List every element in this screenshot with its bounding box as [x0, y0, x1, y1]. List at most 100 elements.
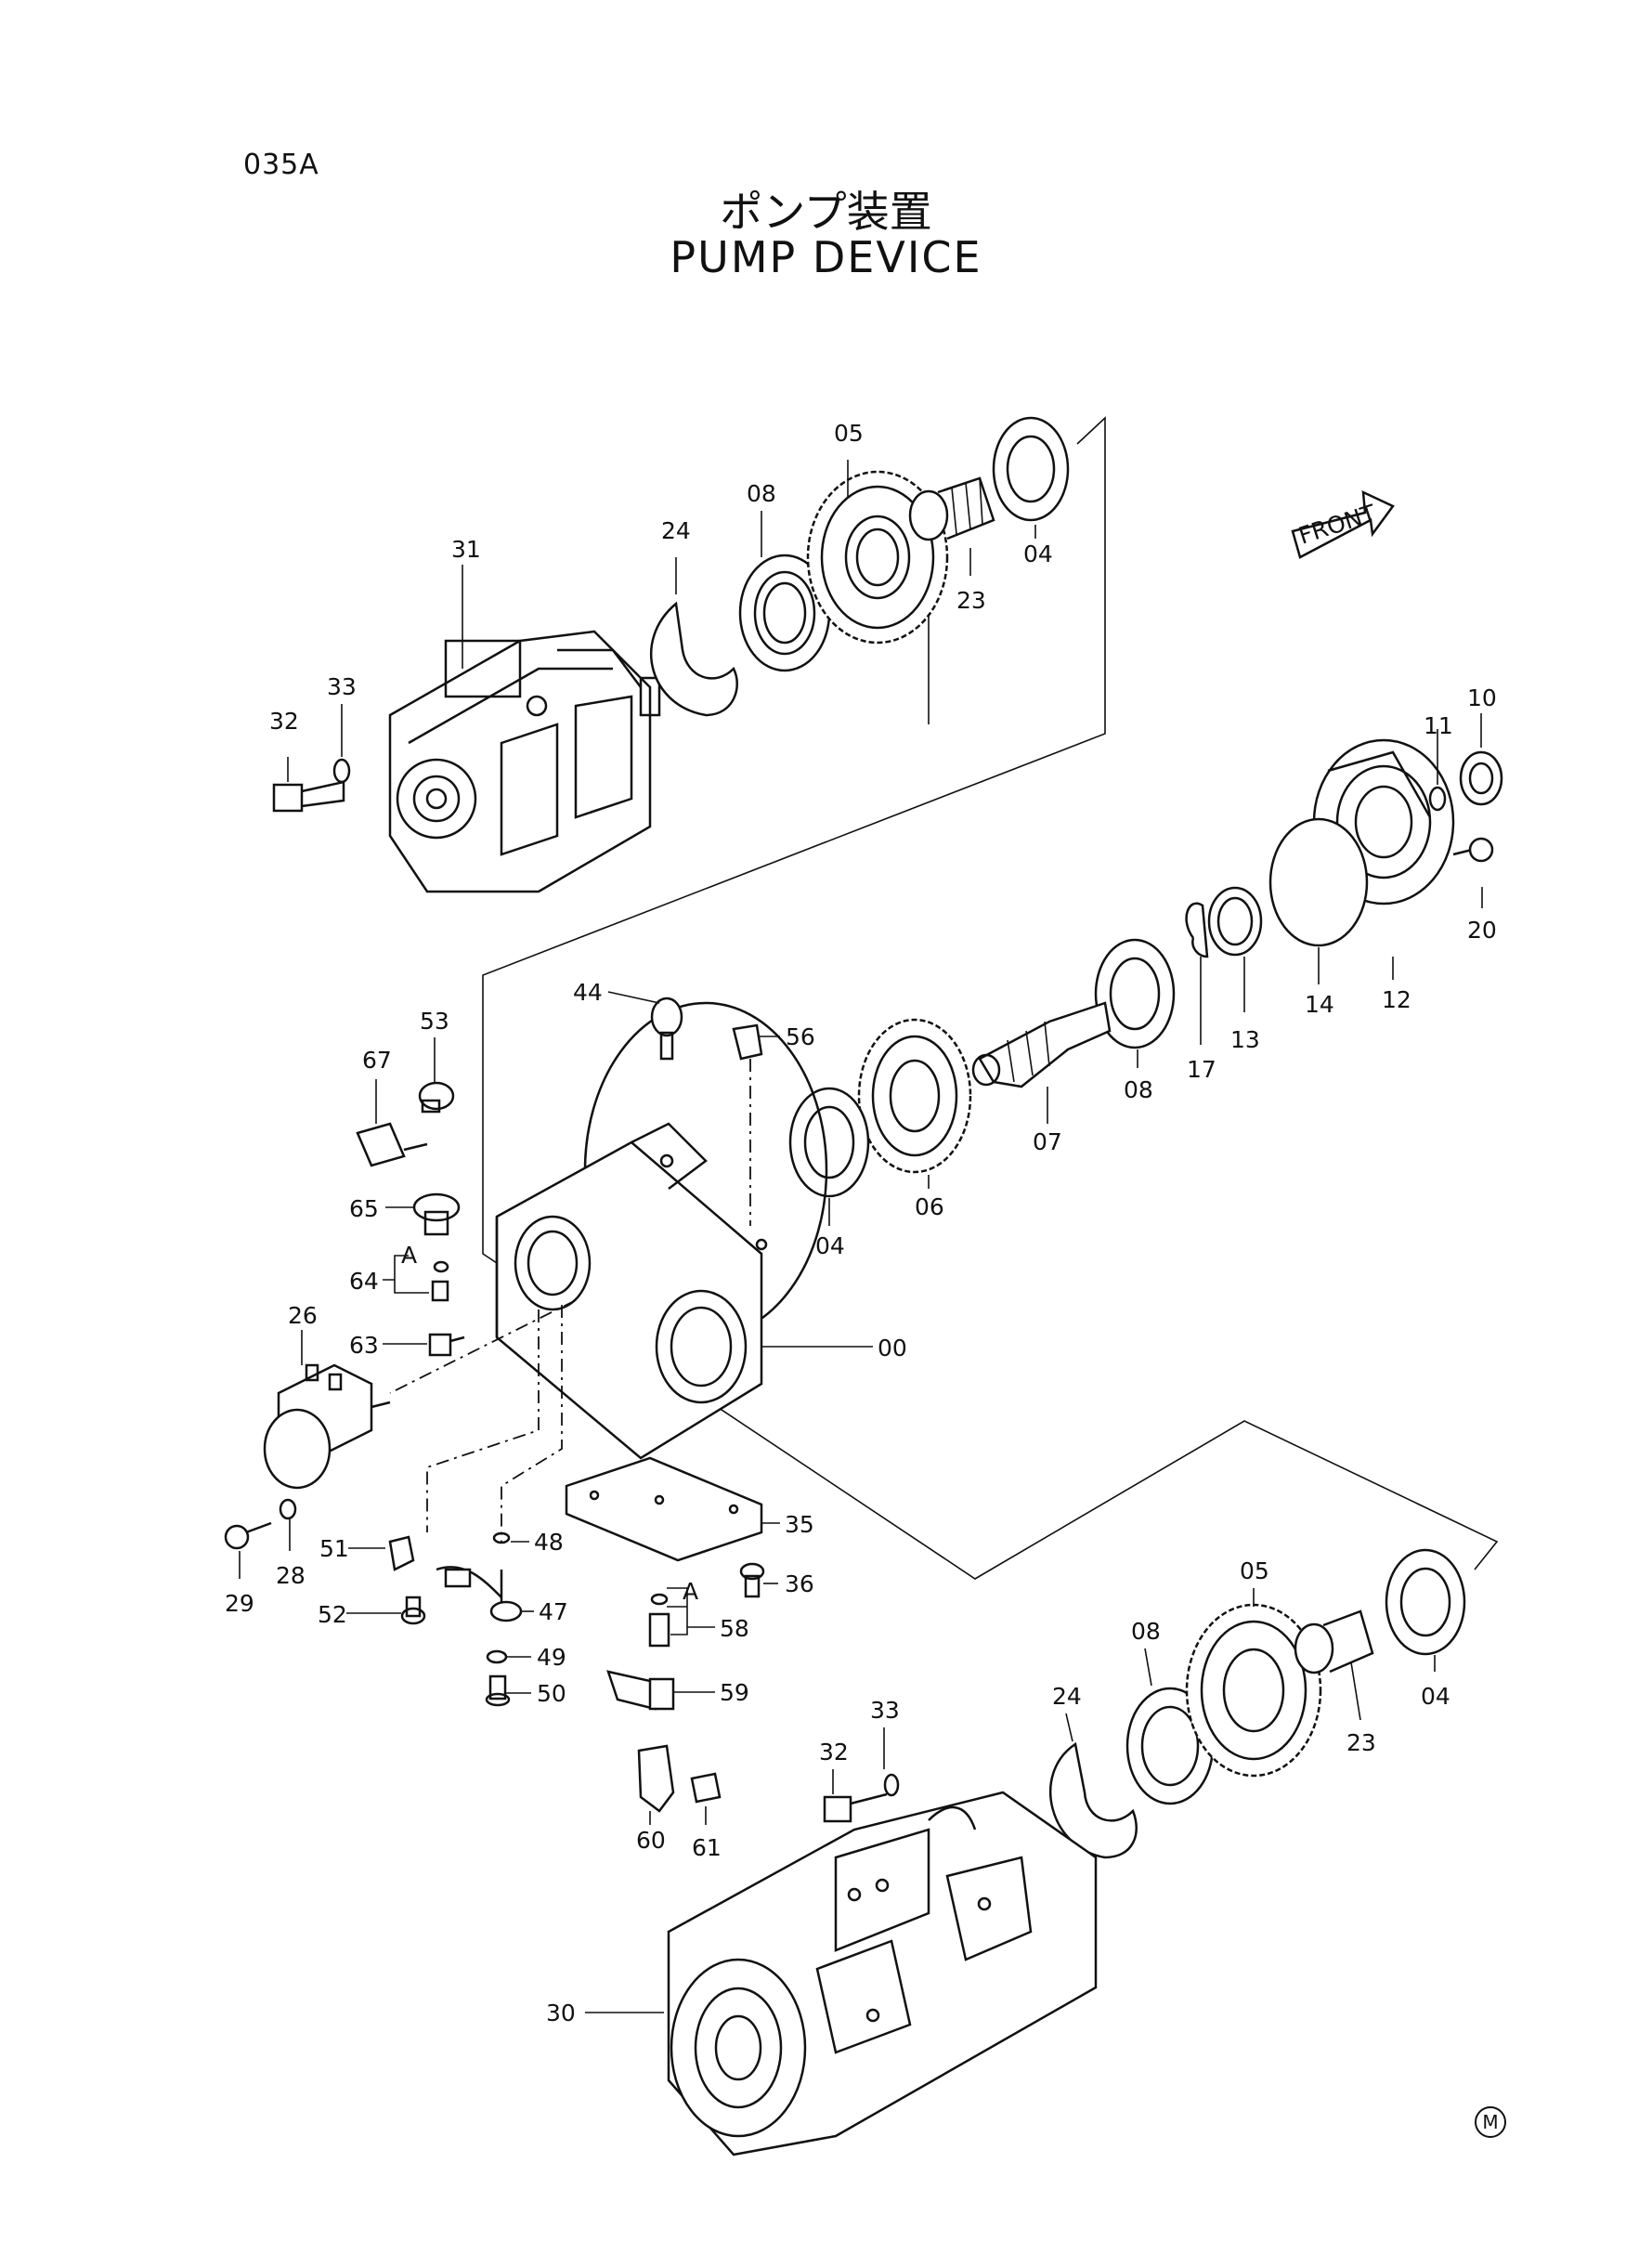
fitting-63	[428, 1333, 465, 1357]
eye-bolt-44	[650, 997, 683, 1061]
page-code: 035A	[243, 149, 319, 181]
bolt-52	[400, 1596, 426, 1625]
callout-30: 30	[546, 2000, 576, 2026]
callout-04-lower: 04	[1421, 1683, 1450, 1710]
gasket-14	[1268, 817, 1369, 947]
washer-33-lower	[883, 1773, 900, 1797]
regulator-26	[263, 1363, 391, 1490]
bolt-20	[1452, 837, 1494, 863]
callout-07: 07	[1033, 1128, 1062, 1155]
spline-23-lower	[1294, 1609, 1374, 1674]
callout-60: 60	[636, 1827, 666, 1854]
cover-plate-35	[565, 1456, 763, 1562]
callout-64: 64	[349, 1268, 379, 1295]
callout-17: 17	[1187, 1056, 1216, 1083]
shaft-07	[971, 1001, 1112, 1088]
gear-06	[857, 1018, 972, 1174]
callout-24-lower: 24	[1052, 1683, 1082, 1710]
fitting-61	[690, 1772, 722, 1804]
o-ring-58a	[650, 1593, 669, 1606]
washer-33-upper	[332, 758, 351, 784]
callout-61: 61	[692, 1834, 722, 1861]
o-ring-49	[486, 1649, 508, 1664]
callout-67: 67	[362, 1047, 392, 1074]
callout-05-lower: 05	[1240, 1557, 1269, 1584]
callout-33-upper: 33	[327, 673, 357, 700]
sensor-47	[436, 1566, 523, 1622]
half-ring-24-upper	[649, 601, 738, 717]
fitting-58	[648, 1612, 670, 1648]
bearing-08-mid	[1094, 938, 1176, 1049]
bolt-50	[485, 1674, 511, 1707]
callout-47: 47	[539, 1598, 568, 1625]
o-ring-11	[1428, 786, 1447, 812]
callout-32-lower: 32	[819, 1739, 849, 1765]
bolt-32-upper	[272, 780, 345, 813]
front-arrow-icon: FRONT	[1291, 489, 1395, 559]
seal-13	[1207, 886, 1263, 957]
plug-56	[732, 1023, 763, 1226]
title-japanese: ポンプ装置	[720, 187, 932, 237]
bearing-04-mid	[788, 1087, 870, 1198]
half-ring-24-lower	[1048, 1741, 1138, 1859]
callout-29: 29	[225, 1590, 254, 1617]
sensor-67	[356, 1122, 428, 1167]
callout-36: 36	[785, 1570, 814, 1597]
callout-04-upper: 04	[1023, 541, 1053, 567]
fitting-53	[418, 1081, 455, 1114]
bolt-36	[739, 1562, 765, 1598]
callout-51: 51	[319, 1535, 349, 1562]
callout-33-lower: 33	[870, 1697, 900, 1724]
callout-44: 44	[573, 979, 603, 1006]
corner-mark: M	[1475, 2106, 1506, 2138]
callout-31: 31	[451, 536, 481, 563]
sub-label-a-lower: A	[683, 1578, 698, 1605]
callout-23-upper: 23	[956, 587, 986, 614]
callout-59: 59	[720, 1679, 749, 1706]
callout-04-mid: 04	[815, 1232, 845, 1259]
callout-14: 14	[1305, 991, 1334, 1018]
snap-ring-17	[1185, 902, 1209, 958]
callout-63: 63	[349, 1332, 379, 1359]
screw-64b	[431, 1280, 449, 1302]
bearing-08-upper	[738, 554, 831, 672]
o-ring-48	[492, 1531, 511, 1544]
upper-pump-31	[388, 630, 661, 893]
bolt-29	[224, 1521, 272, 1550]
callout-12: 12	[1382, 986, 1411, 1013]
callout-08-mid: 08	[1124, 1076, 1153, 1103]
front-label: FRONT	[1295, 500, 1380, 550]
callout-11: 11	[1424, 712, 1453, 739]
callout-06: 06	[915, 1193, 944, 1220]
callout-58: 58	[720, 1615, 749, 1642]
callout-08-lower: 08	[1131, 1618, 1161, 1645]
callout-20: 20	[1467, 917, 1497, 944]
callout-32-upper: 32	[269, 708, 299, 735]
sub-label-a-upper: A	[401, 1242, 417, 1269]
plug-65	[412, 1192, 461, 1236]
bearing-04-upper	[992, 416, 1070, 522]
callout-23-lower: 23	[1346, 1729, 1376, 1756]
callout-48: 48	[534, 1529, 564, 1556]
callout-08-upper: 08	[747, 480, 776, 507]
callout-26: 26	[288, 1302, 318, 1329]
spline-23-upper	[908, 476, 995, 541]
callout-50: 50	[537, 1680, 566, 1707]
callout-00: 00	[878, 1335, 907, 1362]
oil-seal-10	[1459, 750, 1503, 806]
title-english: PUMP DEVICE	[670, 232, 982, 282]
callout-52: 52	[318, 1601, 347, 1628]
callout-05-upper: 05	[834, 420, 864, 447]
clip-51	[388, 1535, 415, 1571]
callout-53: 53	[420, 1008, 449, 1035]
housing-00	[495, 1001, 828, 1460]
fitting-59	[606, 1670, 675, 1711]
elbow-60	[637, 1744, 675, 1813]
lower-pump-30	[667, 1791, 1098, 2156]
callout-28: 28	[276, 1562, 306, 1589]
callout-13: 13	[1230, 1026, 1260, 1053]
callout-49: 49	[537, 1644, 566, 1671]
o-ring-64a	[433, 1260, 449, 1273]
callout-65: 65	[349, 1195, 379, 1222]
